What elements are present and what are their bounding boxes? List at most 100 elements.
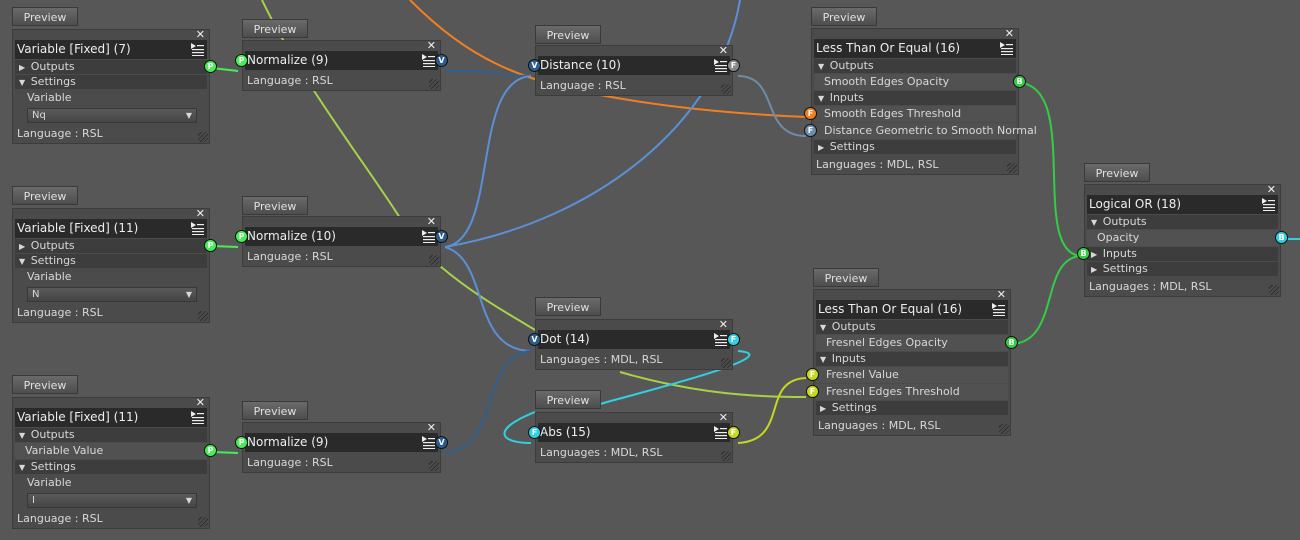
preview-button[interactable]: Preview [535,390,601,409]
close-icon[interactable]: ✕ [195,28,205,41]
collapse-arrow-icon[interactable]: ▼ [818,62,827,71]
expand-arrow-icon[interactable]: ▶ [820,404,829,413]
section-header-outputs[interactable]: ▼ Outputs [15,428,207,442]
close-icon[interactable]: ✕ [718,318,728,331]
resize-grip-icon[interactable] [721,358,731,368]
variable-dropdown[interactable]: N▼ [15,286,207,302]
section-header-settings[interactable]: ▼ Settings [15,254,207,268]
close-icon[interactable]: ✕ [426,421,436,434]
close-icon[interactable]: ✕ [718,411,728,424]
node-menu-icon[interactable] [190,221,204,235]
preview-button[interactable]: Preview [535,297,601,316]
section-header-settings[interactable]: ▶ Settings [816,401,1008,415]
output-port-title[interactable]: V [435,229,448,243]
output-port-row[interactable]: B [1013,75,1026,88]
preview-button[interactable]: Preview [242,196,308,215]
resize-grip-icon[interactable] [429,461,439,471]
preview-button[interactable]: Preview [12,7,78,26]
expand-arrow-icon[interactable]: ▶ [19,63,28,72]
dropdown-box[interactable]: Nq▼ [27,108,197,123]
resize-grip-icon[interactable] [1269,285,1279,295]
preview-button[interactable]: Preview [242,401,308,420]
chevron-down-icon[interactable]: ▼ [185,496,192,505]
input-port-row[interactable]: B [1077,247,1090,260]
node-menu-icon[interactable] [999,41,1013,55]
resize-grip-icon[interactable] [429,79,439,89]
collapse-arrow-icon[interactable]: ▼ [19,431,28,440]
section-header-outputs[interactable]: ▼ Outputs [814,59,1016,73]
resize-grip-icon[interactable] [721,84,731,94]
node-menu-icon[interactable] [421,435,435,449]
expand-arrow-icon[interactable]: ▶ [818,143,827,152]
close-icon[interactable]: ✕ [718,44,728,57]
section-header-settings[interactable]: ▶ Settings [814,140,1016,154]
section-header-settings[interactable]: ▼ Settings [15,75,207,89]
section-header-outputs[interactable]: ▼ Outputs [816,320,1008,334]
close-icon[interactable]: ✕ [996,288,1006,301]
expand-arrow-icon[interactable]: ▶ [19,242,28,251]
dropdown-box[interactable]: I▼ [27,493,197,508]
output-port-title[interactable]: F [727,58,740,72]
close-icon[interactable]: ✕ [1266,183,1276,196]
close-icon[interactable]: ✕ [195,396,205,409]
expand-arrow-icon[interactable]: ▶ [1091,250,1100,259]
collapse-arrow-icon[interactable]: ▼ [818,94,827,103]
input-port-row[interactable]: F [804,124,817,137]
section-header-settings[interactable]: ▼ Settings [15,460,207,474]
input-port-row[interactable]: F [806,368,819,381]
input-port-title[interactable]: V [528,332,541,346]
input-port-title[interactable]: P [235,53,248,67]
preview-button[interactable]: Preview [12,186,78,205]
chevron-down-icon[interactable]: ▼ [185,111,192,120]
preview-button[interactable]: Preview [535,25,601,44]
section-header-inputs[interactable]: ▼ Inputs [816,352,1008,366]
preview-button[interactable]: Preview [813,268,879,287]
close-icon[interactable]: ✕ [426,39,436,52]
collapse-arrow-icon[interactable]: ▼ [820,323,829,332]
output-port-title[interactable]: F [727,332,740,346]
node-menu-icon[interactable] [421,229,435,243]
output-port-title[interactable]: V [435,435,448,449]
node-menu-icon[interactable] [421,53,435,67]
resize-grip-icon[interactable] [198,311,208,321]
collapse-arrow-icon[interactable]: ▼ [19,78,28,87]
node-menu-icon[interactable] [190,42,204,56]
section-header-settings[interactable]: ▶ Settings [1087,262,1278,276]
section-header-outputs[interactable]: ▼ Outputs [1087,215,1278,229]
variable-dropdown[interactable]: I▼ [15,492,207,508]
output-port-row[interactable]: B [1275,231,1288,244]
input-port-title[interactable]: V [528,58,541,72]
resize-grip-icon[interactable] [1007,163,1017,173]
resize-grip-icon[interactable] [999,424,1009,434]
node-menu-icon[interactable] [190,410,204,424]
expand-arrow-icon[interactable]: ▶ [1091,265,1100,274]
preview-button[interactable]: Preview [242,19,308,38]
node-menu-icon[interactable] [991,302,1005,316]
close-icon[interactable]: ✕ [426,215,436,228]
preview-button[interactable]: Preview [1084,163,1150,182]
input-port-row[interactable]: F [806,385,819,398]
input-port-title[interactable]: P [235,435,248,449]
input-port-title[interactable]: F [528,425,541,439]
close-icon[interactable]: ✕ [1004,27,1014,40]
preview-button[interactable]: Preview [12,375,78,394]
collapse-arrow-icon[interactable]: ▼ [820,355,829,364]
node-menu-icon[interactable] [713,425,727,439]
output-port-title[interactable]: V [435,53,448,67]
collapse-arrow-icon[interactable]: ▼ [1091,218,1100,227]
collapse-arrow-icon[interactable]: ▼ [19,257,28,266]
output-port-title[interactable]: F [727,425,740,439]
variable-dropdown[interactable]: Nq▼ [15,107,207,123]
preview-button[interactable]: Preview [811,7,877,26]
